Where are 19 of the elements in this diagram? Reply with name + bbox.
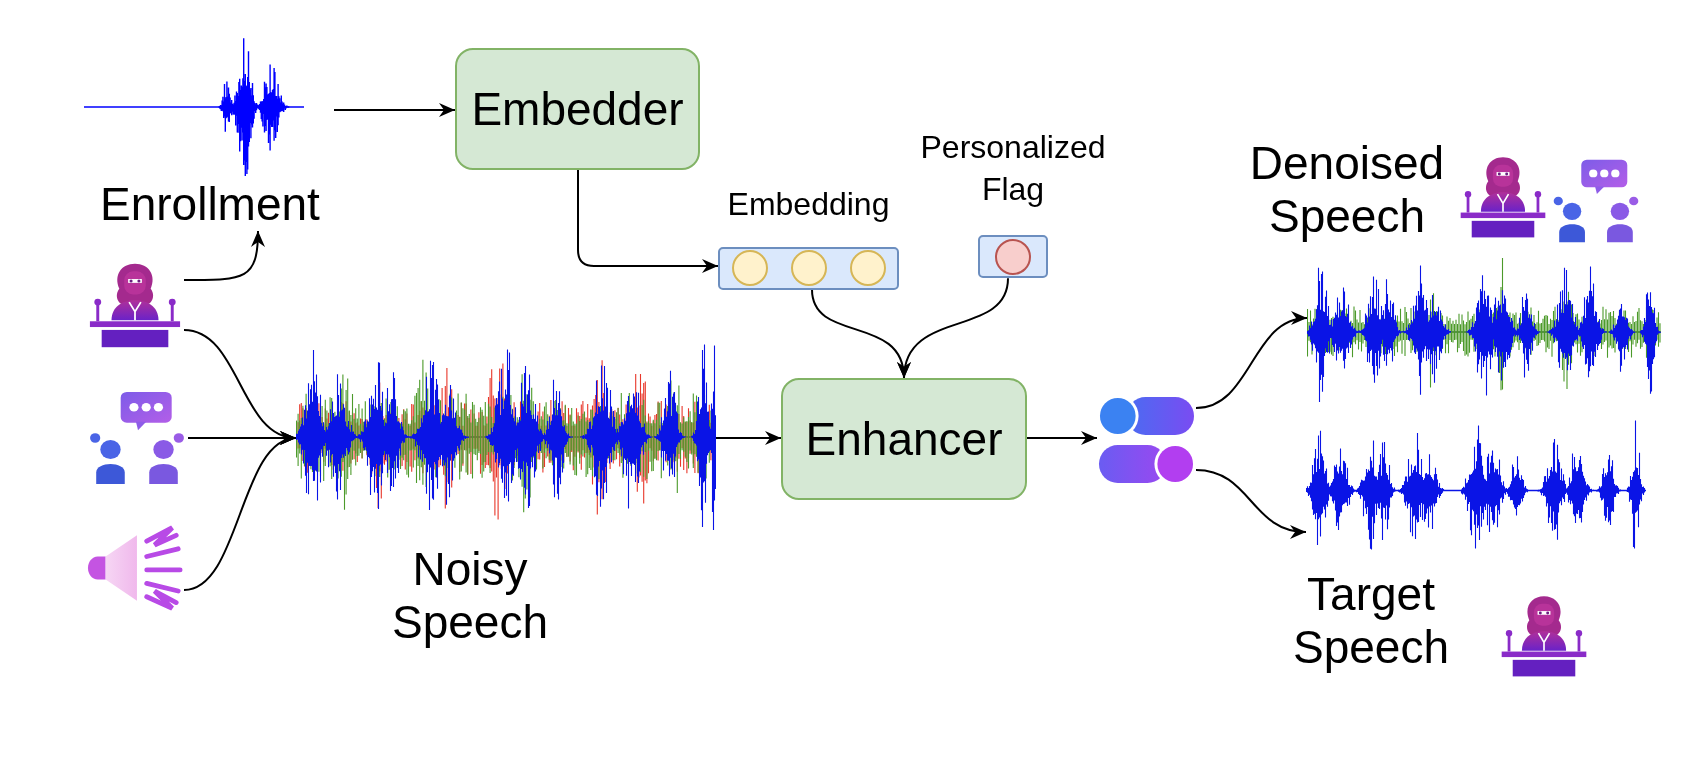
arrow bbox=[183, 229, 265, 281]
heading: Personalized Flag bbox=[919, 128, 1107, 209]
arrow bbox=[1026, 431, 1098, 445]
arrow bbox=[899, 277, 1009, 379]
waveform-caption: Enrollment bbox=[100, 178, 320, 231]
arrow bbox=[1195, 469, 1307, 538]
arrow bbox=[183, 434, 297, 591]
arrow bbox=[1195, 313, 1308, 409]
arrow bbox=[333, 103, 456, 117]
arrow bbox=[577, 169, 719, 273]
waveform-caption: Target Speech bbox=[1292, 568, 1450, 674]
process-box bbox=[781, 378, 1027, 500]
heading: Embedding bbox=[727, 185, 890, 224]
arrow bbox=[715, 431, 782, 445]
box-label: Enhancer bbox=[805, 412, 1003, 466]
box-label: Embedder bbox=[471, 82, 684, 136]
waveform-caption: Denoised Speech bbox=[1248, 137, 1446, 243]
process-box bbox=[455, 48, 700, 170]
waveform-caption: Noisy Speech bbox=[391, 543, 549, 649]
